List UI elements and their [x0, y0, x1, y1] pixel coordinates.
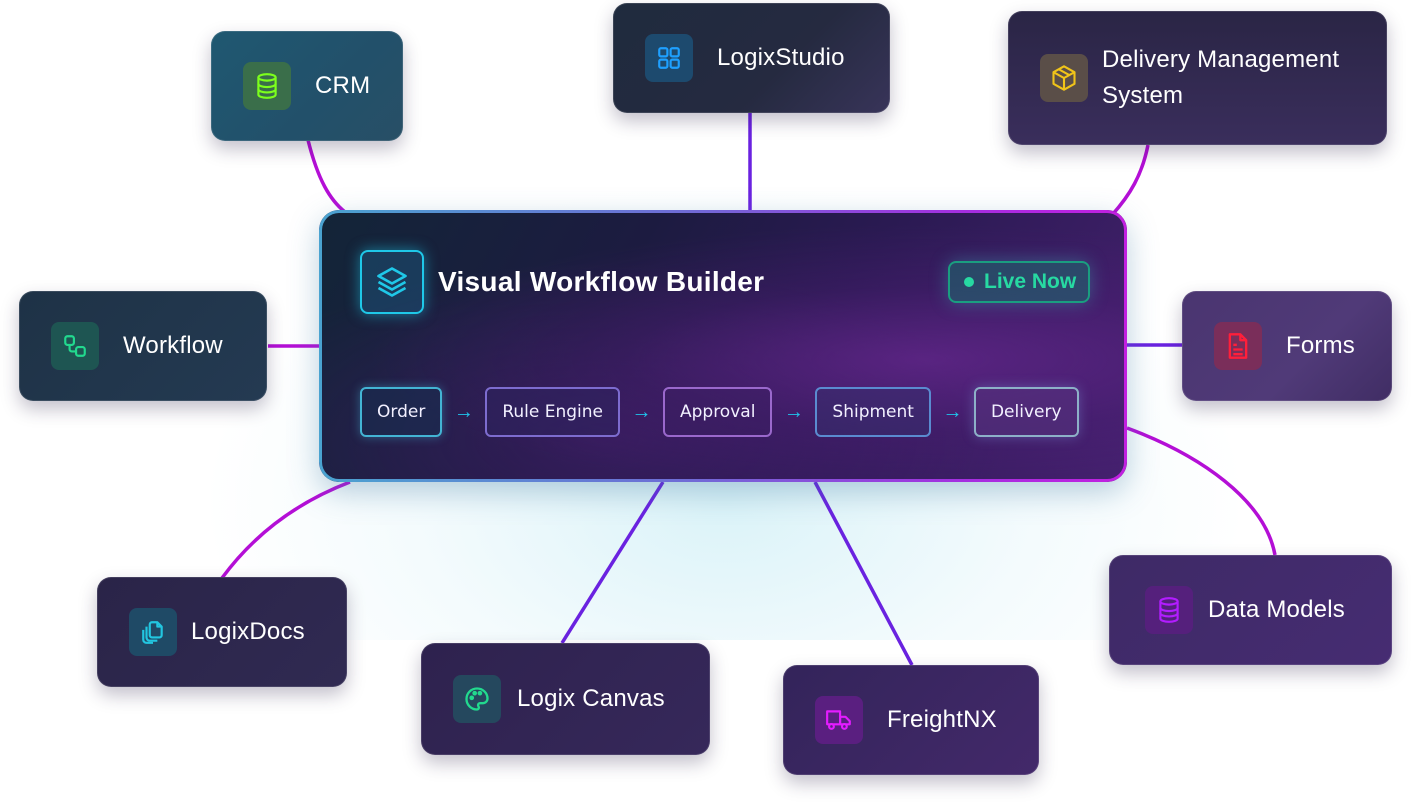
- arrow-right-icon: →: [631, 400, 652, 423]
- node-data-models[interactable]: Data Models: [1109, 555, 1392, 665]
- status-badge: Live Now: [948, 261, 1090, 303]
- workflow-builder-card[interactable]: Visual Workflow Builder Live Now Order →…: [319, 210, 1127, 482]
- status-badge-label: Live Now: [984, 270, 1077, 293]
- live-dot-icon: [964, 277, 974, 287]
- node-label: Forms: [1286, 332, 1355, 359]
- connector-freight: [813, 481, 914, 666]
- node-freightnx[interactable]: FreightNX: [783, 665, 1039, 775]
- grid-icon: [645, 34, 693, 82]
- arrow-right-icon: →: [453, 400, 474, 423]
- layers-icon: [360, 250, 424, 314]
- node-label: FreightNX: [887, 706, 997, 733]
- connector-crm: [306, 139, 347, 214]
- connector-canvas: [560, 481, 665, 644]
- node-forms[interactable]: Forms: [1182, 291, 1392, 401]
- node-label: CRM: [315, 72, 371, 99]
- pipeline-step-rule-engine[interactable]: Rule Engine: [485, 387, 620, 437]
- package-icon: [1040, 54, 1088, 102]
- node-crm[interactable]: CRM: [211, 31, 403, 141]
- connector-docs: [220, 480, 351, 580]
- node-workflow[interactable]: Workflow: [19, 291, 267, 401]
- database-icon: [243, 62, 291, 110]
- node-logixdocs[interactable]: LogixDocs: [97, 577, 347, 687]
- workflow-pipeline: Order → Rule Engine → Approval → Shipmen…: [360, 387, 1079, 437]
- arrow-right-icon: →: [942, 400, 963, 423]
- database-icon: [1145, 586, 1193, 634]
- card-title: Visual Workflow Builder: [438, 266, 765, 297]
- workflow-icon: [51, 322, 99, 370]
- truck-icon: [815, 696, 863, 744]
- connector-models: [1126, 426, 1277, 556]
- pipeline-step-order[interactable]: Order: [360, 387, 443, 437]
- node-delivery-management-system[interactable]: Delivery Management System: [1008, 11, 1387, 145]
- pipeline-step-delivery[interactable]: Delivery: [973, 387, 1079, 437]
- connector-dms: [1110, 144, 1150, 217]
- node-label: Workflow: [123, 332, 223, 359]
- node-label: LogixDocs: [191, 618, 305, 645]
- document-icon: [1214, 322, 1262, 370]
- copy-files-icon: [129, 608, 177, 656]
- node-label: Delivery Management System: [1102, 46, 1340, 109]
- node-label: Data Models: [1208, 596, 1345, 623]
- pipeline-step-approval[interactable]: Approval: [662, 387, 773, 437]
- node-logixstudio[interactable]: LogixStudio: [613, 3, 890, 113]
- node-label: Logix Canvas: [517, 685, 665, 712]
- node-logix-canvas[interactable]: Logix Canvas: [421, 643, 710, 755]
- palette-icon: [453, 675, 501, 723]
- node-label: LogixStudio: [717, 44, 845, 71]
- pipeline-step-shipment[interactable]: Shipment: [815, 387, 931, 437]
- arrow-right-icon: →: [783, 400, 804, 423]
